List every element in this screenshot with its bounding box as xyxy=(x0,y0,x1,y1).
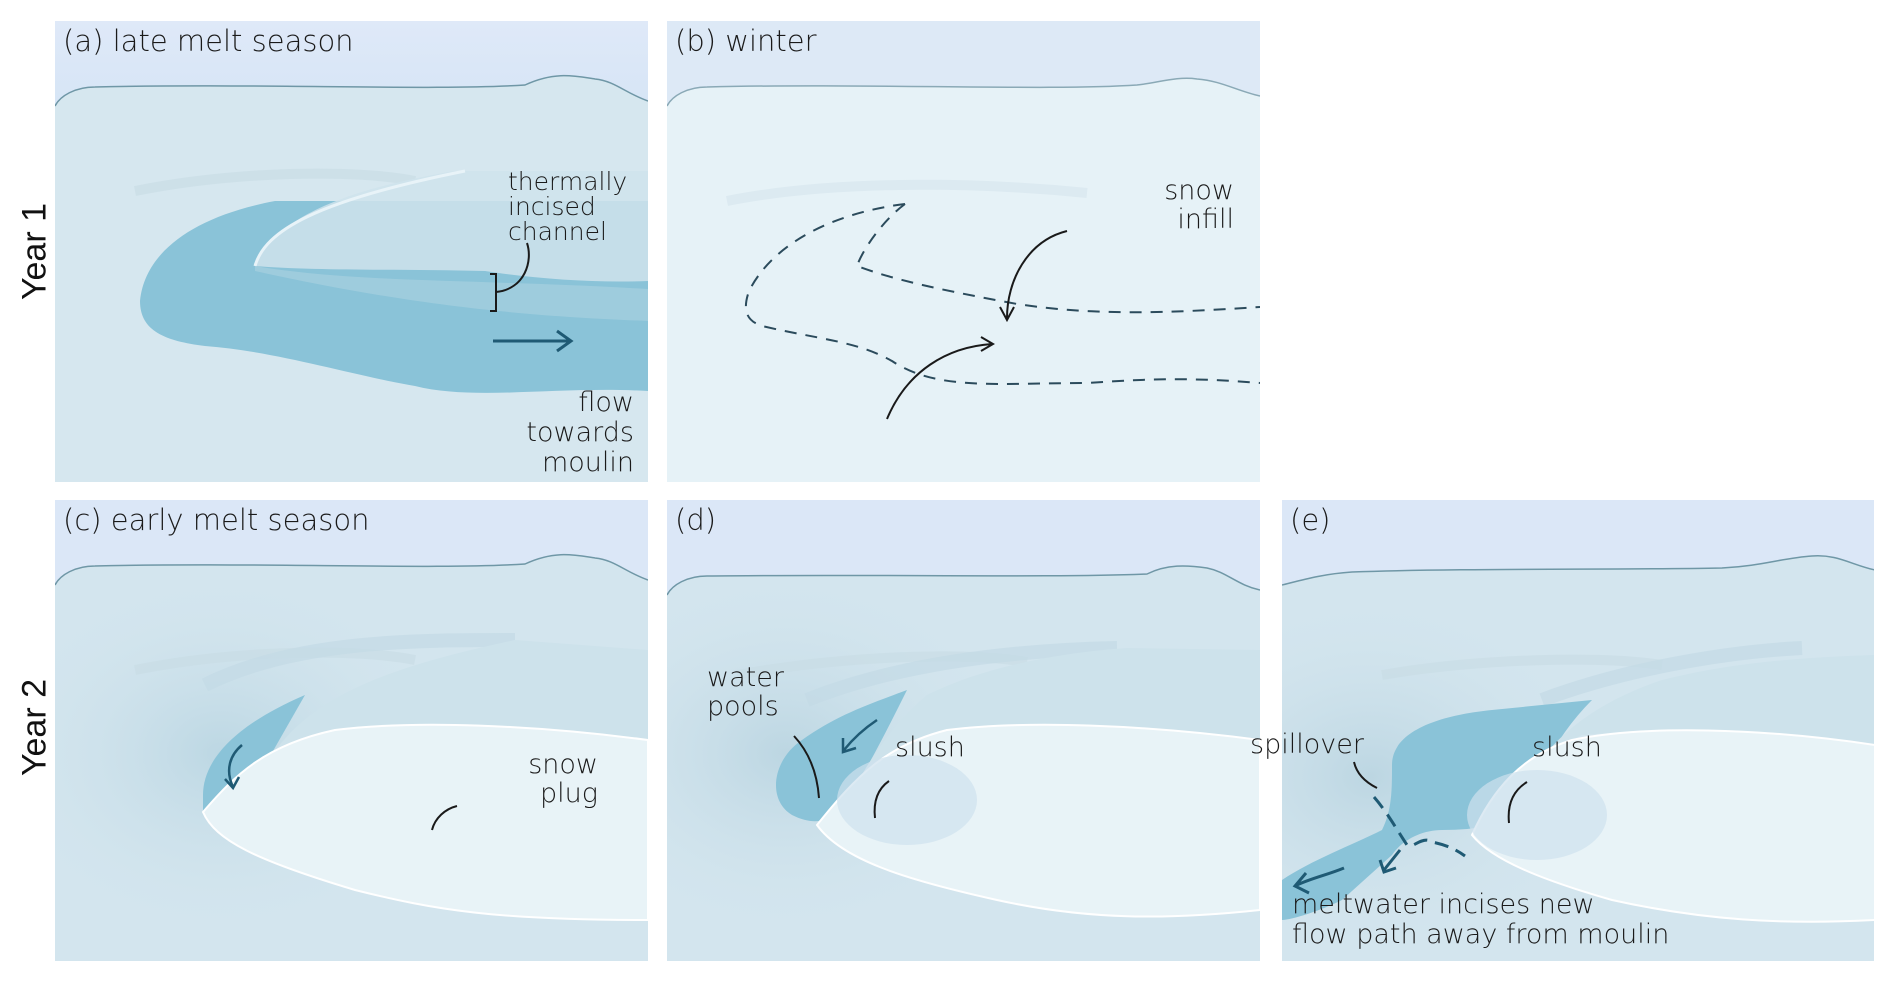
spillover-leader-line xyxy=(1353,761,1378,789)
water-pool-and-spillover xyxy=(1282,700,1592,920)
channel-leader-line xyxy=(495,242,530,293)
slush-patch xyxy=(1467,770,1607,860)
ridge xyxy=(804,641,1118,707)
sky xyxy=(55,500,648,585)
panel-e-title: (e) xyxy=(1290,503,1331,537)
panel-c-title: (c) early melt season xyxy=(63,503,370,537)
sky xyxy=(667,500,1260,595)
plug-label: snow plug xyxy=(528,749,598,809)
former-channel-outline-outer xyxy=(744,203,1260,385)
incised-wall xyxy=(255,266,648,321)
ridge xyxy=(726,179,1088,206)
panel-c-illustration xyxy=(55,500,648,961)
row-label-year-2: Year 2 xyxy=(15,678,54,777)
panel-a-illustration xyxy=(55,21,648,482)
channel-bracket xyxy=(490,273,497,312)
ridge xyxy=(201,633,516,692)
panel-b-title: (b) winter xyxy=(675,24,817,58)
plug-leader-line xyxy=(431,805,458,831)
channel-label: thermally incised channel xyxy=(508,167,628,246)
new-flow-arrow-icon xyxy=(1292,866,1345,895)
sky xyxy=(667,21,1260,106)
former-channel-outline-inner xyxy=(855,203,1260,314)
spillover-path xyxy=(1372,796,1466,858)
panel-e-new-flow-path: (e) slush meltwater incises new flow pat… xyxy=(1282,500,1874,961)
ridge xyxy=(134,168,416,196)
panel-a-title: (a) late melt season xyxy=(63,24,354,58)
snow-surface xyxy=(667,21,1260,482)
horizon-line xyxy=(667,77,1260,107)
panel-d-illustration xyxy=(667,500,1260,961)
infill-arrow-down-icon xyxy=(999,230,1068,323)
pools-leader-line xyxy=(793,735,820,799)
sky xyxy=(55,21,648,106)
flow-arrow-icon xyxy=(841,718,878,754)
flow-label: flow towards moulin xyxy=(526,387,634,478)
slush-leader-line xyxy=(873,780,890,819)
panel-b-illustration xyxy=(667,21,1260,482)
panel-d-water-pools: (d) water pools slush xyxy=(667,500,1260,961)
panel-c-early-melt-season: (c) early melt season snow plug xyxy=(55,500,648,961)
horizon-line xyxy=(55,553,648,586)
panel-e-illustration xyxy=(1282,500,1874,961)
panel-b-winter: (b) winter snow infill xyxy=(667,21,1260,482)
incises-label: meltwater incises new flow path away fro… xyxy=(1292,889,1670,950)
slush-patch xyxy=(837,755,977,845)
bank-edge xyxy=(253,169,466,267)
slush-label: slush xyxy=(1532,732,1602,763)
row-label-year-1: Year 1 xyxy=(15,202,54,301)
pools-label: water pools xyxy=(707,662,784,722)
infill-arrow-right-icon xyxy=(886,336,995,420)
ridge xyxy=(1539,641,1803,707)
sky xyxy=(1282,500,1874,585)
panel-a-late-melt-season: (a) late melt season thermally incised c… xyxy=(55,21,648,482)
snow-plug xyxy=(201,723,648,922)
spillover-label: spillover xyxy=(1250,729,1364,760)
infill-label: snow infill xyxy=(1164,175,1234,235)
flow-arrow-icon xyxy=(493,329,574,353)
horizon-line xyxy=(667,565,1260,596)
horizon-line xyxy=(1282,555,1874,586)
horizon-line xyxy=(55,74,648,107)
slush-leader-line xyxy=(1507,781,1528,824)
spillover-arrow-icon xyxy=(1378,849,1402,874)
slush-label: slush xyxy=(895,732,965,763)
panel-d-title: (d) xyxy=(675,503,717,537)
flow-arrow-icon xyxy=(224,744,243,791)
